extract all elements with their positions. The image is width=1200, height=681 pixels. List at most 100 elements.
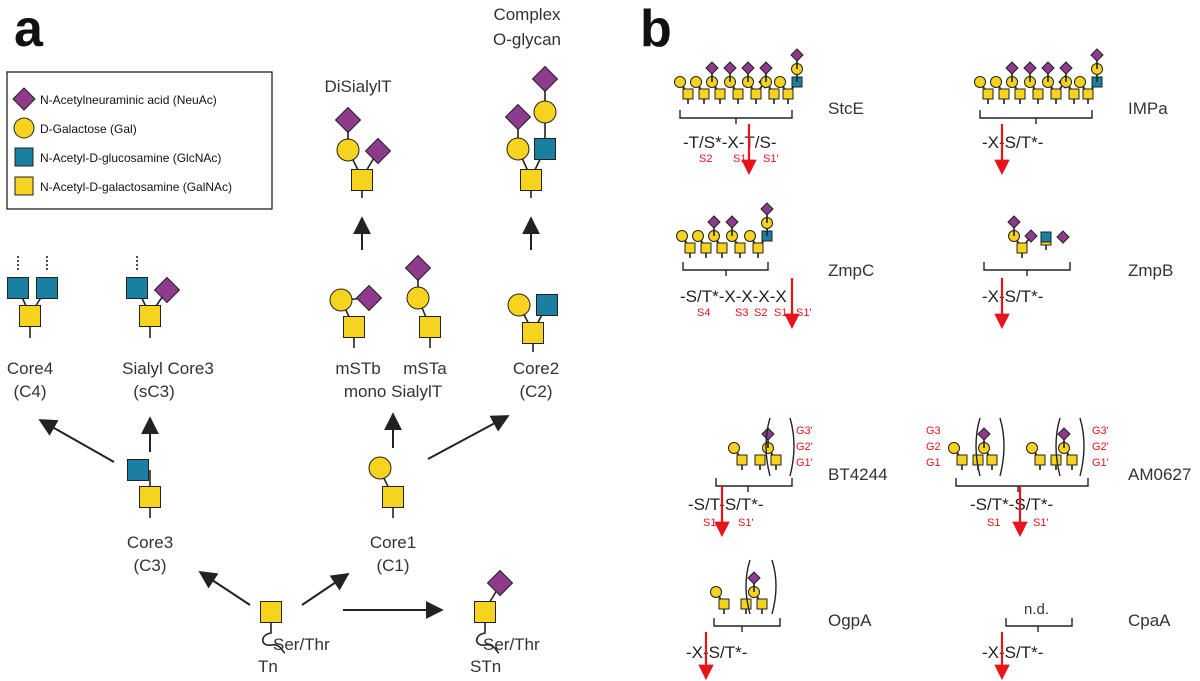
msta-label: mSTa bbox=[403, 359, 447, 378]
mini-galnac-icon bbox=[1050, 88, 1062, 100]
mini-neuac-icon bbox=[741, 61, 755, 75]
legend-label-gal: D-Galactose (Gal) bbox=[40, 122, 137, 136]
mstb-label: mSTb bbox=[335, 359, 380, 378]
impa-sequence: -X-S/T*- bbox=[982, 133, 1043, 152]
stn-label: STn bbox=[470, 657, 501, 676]
sialyl-core3-label: Sialyl Core3 bbox=[122, 359, 214, 378]
mini-galnac-icon bbox=[734, 242, 746, 254]
mini-galnac-icon bbox=[770, 454, 782, 466]
sc3-neuac-icon bbox=[153, 276, 181, 304]
mini-neuac-icon bbox=[1059, 61, 1073, 75]
impa-bracket bbox=[979, 110, 1093, 124]
enzyme-bt4244: BT4244 bbox=[828, 465, 888, 484]
zmpb-neuac-icon bbox=[1056, 230, 1070, 244]
zmpc-site-s4: S4 bbox=[697, 307, 710, 319]
mini-galnac-icon bbox=[1014, 88, 1026, 100]
panel-a-labels: Ser/Thr Tn Ser/Thr STn Core3 (C3) Core1 … bbox=[7, 5, 561, 676]
am0627-site-s1p: S1' bbox=[1033, 517, 1049, 529]
am0627-branch-g1p: G1' bbox=[1092, 457, 1109, 469]
legend-neuac-diamond-icon bbox=[12, 87, 36, 111]
complex-gal-1-icon bbox=[506, 137, 530, 161]
mini-neuac-icon bbox=[1057, 427, 1071, 441]
am0627-site-s1: S1 bbox=[987, 517, 1000, 529]
legend-box bbox=[6, 71, 273, 210]
mini-gal-icon bbox=[990, 76, 1002, 88]
arrow-core1-to-core2 bbox=[427, 415, 510, 460]
core2-galnac-icon bbox=[522, 322, 544, 344]
bt4244-site-s1p: S1' bbox=[738, 517, 754, 529]
stn-galnac-icon bbox=[474, 601, 496, 623]
complex-label: Complex bbox=[493, 5, 561, 24]
mini-galnac-icon bbox=[698, 88, 710, 100]
mini-gal-icon bbox=[948, 442, 960, 454]
glycan-symbols bbox=[7, 48, 1104, 654]
am0627-branch-g3: G3 bbox=[926, 425, 941, 437]
ogpa-paren-right bbox=[771, 559, 777, 615]
mini-galnac-icon bbox=[700, 242, 712, 254]
core1-label: Core1 bbox=[370, 533, 416, 552]
peptide-brackets bbox=[679, 110, 1093, 632]
tn-ser-thr-label: Ser/Thr bbox=[273, 635, 330, 654]
core1-galnac-icon bbox=[382, 486, 404, 508]
mini-galnac-icon bbox=[714, 88, 726, 100]
disialylt-neuac-1-icon bbox=[334, 106, 362, 134]
stce-sequence: -T/S*-X-T/S- bbox=[683, 133, 777, 152]
complex-neuac-1-icon bbox=[504, 103, 532, 131]
mini-gal-icon bbox=[728, 442, 740, 454]
tn-peptide-tail bbox=[261, 623, 286, 654]
bt4244-paren-left bbox=[765, 417, 771, 477]
am0627-branch-g1: G1 bbox=[926, 457, 941, 469]
mini-galnac-icon bbox=[1068, 88, 1080, 100]
mini-galnac-icon bbox=[752, 242, 764, 254]
mini-galnac-icon bbox=[1034, 454, 1046, 466]
am0627-branch-g2p: G2' bbox=[1092, 441, 1109, 453]
tn-galnac-icon bbox=[260, 601, 282, 623]
mini-galnac-icon bbox=[684, 242, 696, 254]
enzyme-zmpc: ZmpC bbox=[828, 261, 874, 280]
sialyl-core3-sub-label: (sC3) bbox=[133, 382, 175, 401]
legend-label-galnac: N-Acetyl-D-galactosamine (GalNAc) bbox=[40, 180, 232, 194]
zmpb-bracket bbox=[983, 262, 1071, 276]
msta-galnac-icon bbox=[419, 316, 441, 338]
legend: N-Acetylneuraminic acid (NeuAc) D-Galact… bbox=[6, 71, 273, 210]
mini-galnac-icon bbox=[718, 598, 730, 610]
am0627-paren-2 bbox=[999, 417, 1005, 477]
bt4244-branch-g2p: G2' bbox=[796, 441, 813, 453]
legend-label-glcnac: N-Acetyl-D-glucosamine (GlcNAc) bbox=[40, 151, 221, 165]
zmpc-site-s2: S2 bbox=[754, 307, 767, 319]
complex-galnac-icon bbox=[520, 169, 542, 191]
disialylt-neuac-2-icon bbox=[364, 137, 392, 165]
am0627-branch-g3p: G3' bbox=[1092, 425, 1109, 437]
am0627-bracket bbox=[955, 478, 1089, 492]
mini-neuac-icon bbox=[723, 61, 737, 75]
mini-galnac-icon bbox=[682, 88, 694, 100]
core4-glcnac-right-icon bbox=[36, 277, 58, 299]
bt4244-branch-g1p: G1' bbox=[796, 457, 813, 469]
mini-galnac-icon bbox=[736, 454, 748, 466]
core4-label: Core4 bbox=[7, 359, 53, 378]
disialylt-label: DiSialylT bbox=[324, 77, 391, 96]
core2-glcnac-icon bbox=[536, 294, 558, 316]
bt4244-sequence: -S/T-S/T*- bbox=[688, 495, 764, 514]
arrow-tn-to-core3 bbox=[198, 571, 251, 606]
zmpc-sequence: -S/T*-X-X-X-X bbox=[680, 287, 787, 306]
subsite-labels: S2 S1 S1' S4 S3 S2 S1 S1' S1 S1' S1 S1' … bbox=[697, 153, 1109, 529]
panel-letter-b: b bbox=[640, 0, 672, 58]
core3-sub-label: (C3) bbox=[133, 556, 166, 575]
mini-neuac-icon bbox=[1023, 61, 1037, 75]
complex-gal-2-icon bbox=[533, 100, 557, 124]
bt4244-site-s1: S1 bbox=[703, 517, 716, 529]
msta-neuac-icon bbox=[404, 254, 432, 282]
mini-galnac-icon bbox=[1066, 454, 1078, 466]
mini-galnac-icon bbox=[998, 88, 1010, 100]
mini-gal-icon bbox=[974, 76, 986, 88]
peptide-sequences: -T/S*-X-T/S- -X-S/T*- -S/T*-X-X-X-X -X-S… bbox=[680, 133, 1053, 662]
mini-neuac-icon bbox=[790, 48, 804, 62]
complex-neuac-2-icon bbox=[531, 65, 559, 93]
bt4244-paren-right bbox=[789, 417, 795, 477]
am0627-branch-g2: G2 bbox=[926, 441, 941, 453]
mstb-gal-icon bbox=[329, 288, 353, 312]
core1-sub-label: (C1) bbox=[376, 556, 409, 575]
enzyme-names: StcE IMPa ZmpC ZmpB BT4244 AM0627 OgpA C… bbox=[828, 99, 1191, 630]
panel-letter-a: a bbox=[14, 0, 44, 58]
